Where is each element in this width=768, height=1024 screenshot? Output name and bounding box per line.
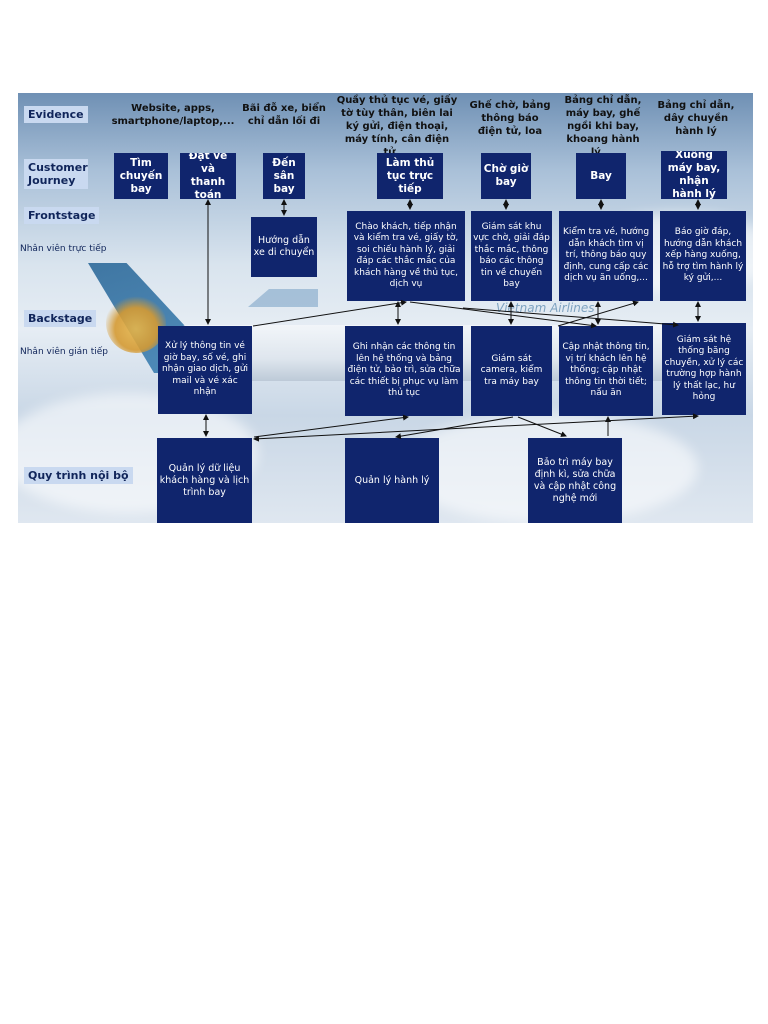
evidence-text: Bảng chỉ dẫn, máy bay, ghế ngồi khi bay,… [564, 95, 642, 158]
frontstage-parking-guide: Hướng dẫn xe di chuyển [251, 217, 317, 277]
journey-disembark-baggage: Xuống máy bay, nhận hành lý [661, 151, 727, 199]
journey-fly: Bay [576, 153, 626, 199]
evidence-text: Website, apps, smartphone/laptop,... [111, 103, 235, 127]
internal-aircraft-maintenance: Bảo trì máy bay định kì, sửa chữa và cập… [528, 438, 622, 523]
backstage-baggage-belt: Giám sát hệ thống băng chuyền, xử lý các… [662, 323, 746, 415]
backstage-system-maintenance: Ghi nhận các thông tin lên hệ thống và b… [345, 326, 463, 416]
journey-find-flight: Tìm chuyến bay [114, 153, 168, 199]
row-label-internal-process: Quy trình nội bộ [24, 467, 133, 484]
internal-baggage-management: Quản lý hành lý [345, 438, 439, 523]
evidence-text: Ghế chờ, bảng thông báo điện tử, loa [469, 100, 551, 137]
journey-book-pay: Đặt vé và thanh toán [180, 153, 236, 199]
frontstage-inflight-service: Kiểm tra vé, hướng dẫn khách tìm vị trí,… [559, 211, 653, 301]
service-blueprint-diagram: Vietnam Airlines Evidence Customer Journ… [18, 93, 753, 523]
journey-check-in: Làm thủ tục trực tiếp [377, 153, 443, 199]
frontstage-waiting-area: Giám sát khu vực chờ, giải đáp thắc mắc,… [471, 211, 552, 301]
connector-line [253, 414, 409, 438]
row-label-customer-journey: Customer Journey [24, 159, 88, 189]
airline-watermark: Vietnam Airlines [496, 301, 595, 315]
airplane-wing-image [248, 289, 318, 307]
frontstage-arrival-support: Báo giờ đáp, hướng dẫn khách xếp hàng xu… [660, 211, 746, 301]
frontstage-checkin-service: Chào khách, tiếp nhận và kiểm tra vé, gi… [347, 211, 465, 301]
backstage-camera-monitoring: Giám sát camera, kiểm tra máy bay [471, 326, 552, 416]
row-sublabel-backstage: Nhân viên gián tiếp [20, 347, 109, 357]
backstage-ticket-processing: Xử lý thông tin vé giờ bay, số vé, ghi n… [158, 326, 252, 414]
airline-lotus-logo [106, 293, 166, 353]
backstage-info-update: Cập nhật thông tin, vị trí khách lên hệ … [559, 326, 653, 416]
row-label-frontstage: Frontstage [24, 207, 100, 224]
internal-customer-data: Quản lý dữ liệu khách hàng và lịch trình… [157, 438, 252, 523]
row-sublabel-frontstage: Nhân viên trực tiếp [20, 244, 107, 254]
journey-wait-boarding: Chờ giờ bay [481, 153, 531, 199]
row-label-evidence: Evidence [24, 106, 88, 123]
row-label-backstage: Backstage [24, 310, 97, 327]
evidence-text: Quầy thủ tục vé, giấy tờ tùy thân, biên … [336, 95, 458, 158]
evidence-text: Bãi đỗ xe, biển chỉ dẫn lối đi [242, 103, 326, 127]
evidence-text: Bảng chỉ dẫn, dây chuyền hành lý [657, 100, 735, 137]
journey-arrive-airport: Đến sân bay [263, 153, 305, 199]
